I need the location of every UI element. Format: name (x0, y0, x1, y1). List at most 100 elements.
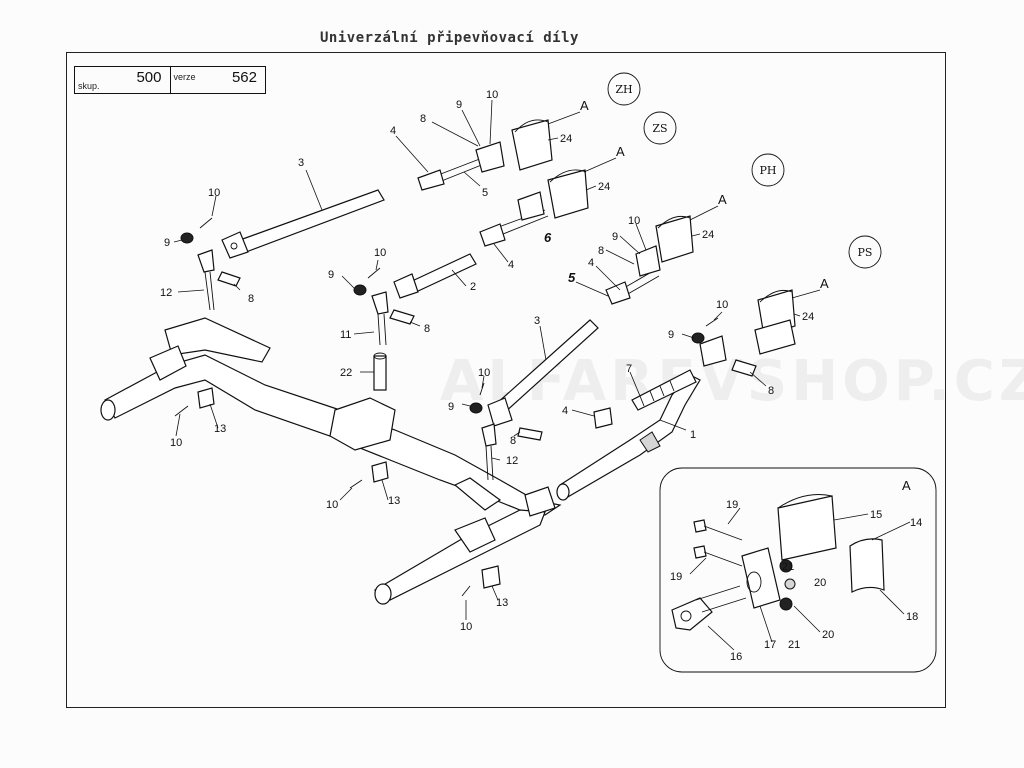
label-8-b: 8 (248, 293, 254, 305)
rod-part-2 (393, 253, 477, 299)
leader-14 (871, 521, 911, 541)
leader-10-a (489, 99, 493, 145)
nut-zh (417, 169, 445, 191)
label-24-zh: 24 (560, 133, 572, 145)
block-zs (517, 191, 545, 221)
leader-10-i (713, 311, 723, 321)
leader-18 (879, 589, 905, 615)
bolt-12-shank (204, 271, 215, 311)
label-9-e: 9 (612, 231, 618, 243)
pin-10-d (349, 479, 363, 489)
clamps-part-24 (511, 119, 796, 337)
nut-9-c (469, 402, 483, 414)
label-10-e: 10 (326, 499, 338, 511)
leader-4-a (395, 135, 429, 173)
leader-16 (707, 625, 735, 651)
leader-a-ps (791, 289, 821, 299)
label-22: 22 (340, 367, 352, 379)
clamp-zs (547, 169, 589, 219)
tube-joint (453, 477, 502, 511)
clamp-ph (655, 215, 694, 263)
group-label: skup. (78, 81, 100, 91)
label-10-f: 10 (460, 621, 472, 633)
variant-ps-circle (848, 235, 882, 269)
detail-eye-16 (671, 597, 713, 631)
leader-4-b (493, 243, 509, 263)
clamp-zh-arc (514, 119, 549, 133)
leader-10-e (339, 487, 353, 501)
label-9-d: 9 (448, 401, 454, 413)
title-block: skup. 500 verze 562 (74, 66, 266, 94)
leader-10-c (375, 259, 379, 271)
leader-4-c (571, 409, 595, 417)
leader-3-b (539, 325, 547, 361)
leader-7 (629, 371, 641, 397)
leader-a-ph (689, 205, 719, 221)
detail-nut-21-b (779, 597, 793, 611)
variant-code-markers: ZH ZS PH PS (607, 72, 882, 269)
nut-zs (479, 223, 506, 247)
tube-clamp-left (149, 345, 187, 381)
label-15: 15 (870, 509, 882, 521)
leader-9-b (173, 239, 183, 243)
leader-11 (353, 331, 375, 335)
leader-13-a (209, 403, 219, 429)
bolt-12-head (197, 249, 215, 273)
leader-9-d (461, 403, 471, 407)
leader-3-a (305, 169, 323, 211)
label-24-ps: 24 (802, 311, 814, 323)
label-9-a: 9 (456, 99, 462, 111)
short-rod-body (409, 253, 477, 293)
leader-1 (659, 419, 687, 431)
label-8-f: 8 (768, 385, 774, 397)
label-8-c: 8 (424, 323, 430, 335)
leader-9-a (461, 109, 481, 147)
leader-17 (759, 605, 773, 643)
variant-ps-label: PS (858, 246, 873, 259)
label-8-a: 8 (420, 113, 426, 125)
detail-clamp-15 (777, 495, 837, 561)
label-17: 17 (764, 639, 776, 651)
label-8-e: 8 (598, 245, 604, 257)
left-tube-end (100, 399, 116, 421)
label-10-h: 10 (628, 215, 640, 227)
group-cell: skup. 500 (75, 67, 171, 93)
label-3-a: 3 (298, 157, 304, 169)
label-21-a: 21 (782, 561, 794, 573)
leader-5-b (575, 281, 609, 297)
lower-tube-outline (373, 509, 546, 601)
part-number-labels: 4 8 9 10 5 A 24 A 24 A 24 A 24 3 10 9 12… (160, 89, 922, 663)
detail-nut-21-a (779, 559, 793, 573)
pin-10-f (479, 382, 485, 396)
main-frame-tube (100, 317, 562, 605)
label-9-f: 9 (668, 329, 674, 341)
label-13-c: 13 (496, 597, 508, 609)
threaded-rods (417, 154, 697, 411)
leader-24-ph (691, 233, 701, 237)
version-label: verze (173, 72, 196, 82)
clamp-ph-arc (657, 215, 691, 229)
variant-zh-circle (607, 72, 641, 106)
label-10-g: 10 (478, 367, 490, 379)
version-value: 562 (231, 69, 257, 86)
leader-9-f (681, 333, 695, 339)
label-21-b: 21 (788, 639, 800, 651)
label-a-detail: A (902, 478, 911, 493)
leader-24-zs (585, 185, 597, 191)
leader-8-f (749, 371, 767, 387)
variant-zs-label: ZS (652, 122, 667, 135)
pin-10-e (461, 585, 471, 597)
spacer-22 (373, 355, 387, 391)
drawing-title: Univerzální připevňovací díly (320, 30, 579, 46)
nut-13-b (371, 461, 389, 483)
bolt-12-b-head (481, 423, 497, 447)
leader-2 (451, 269, 467, 287)
threaded-rod-ps (631, 369, 697, 411)
label-20-b: 20 (822, 629, 834, 641)
leader-19-a (727, 507, 741, 525)
nut-9-a (180, 232, 194, 244)
label-19-a: 19 (726, 499, 738, 511)
label-2: 2 (470, 281, 476, 293)
leader-9-e (619, 235, 641, 255)
